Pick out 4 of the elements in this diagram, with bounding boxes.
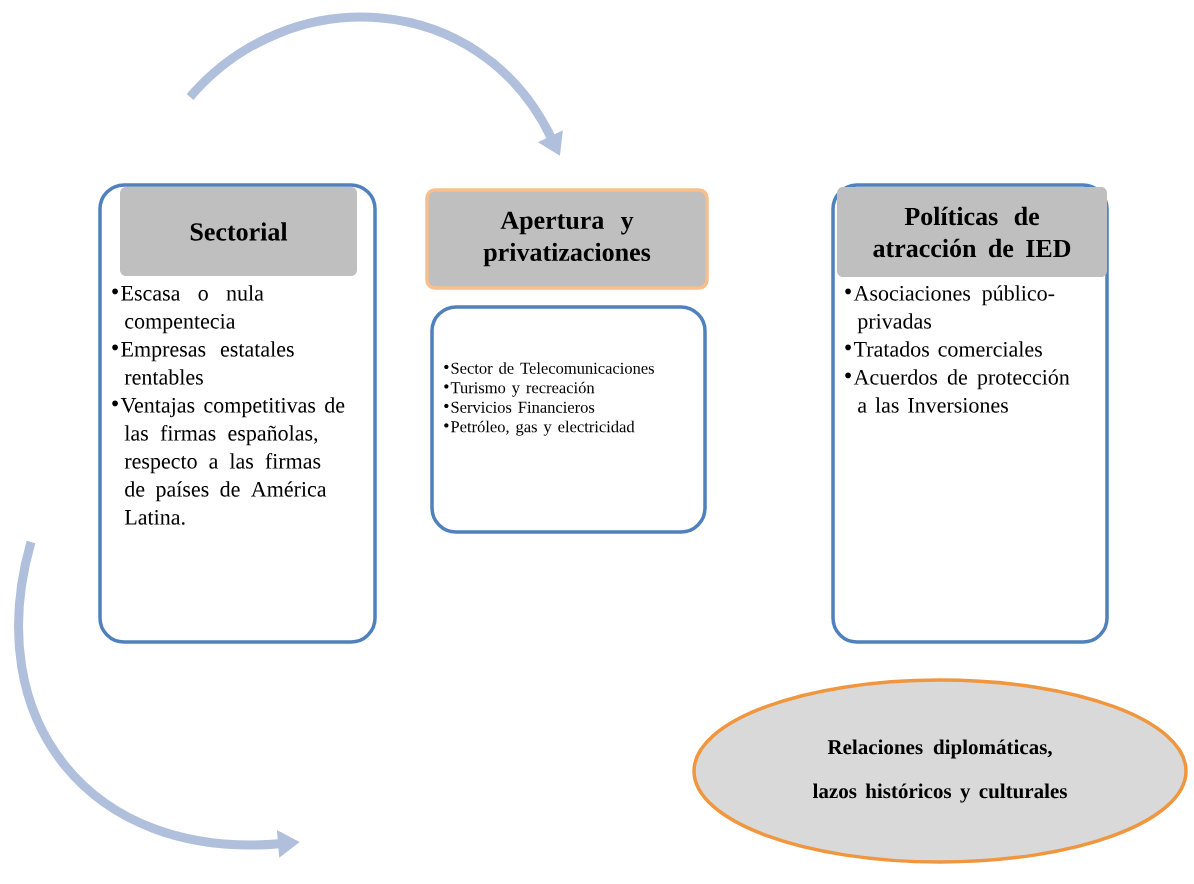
- heading-box: Apertura y privatizaciones: [425, 188, 709, 290]
- heading-box: Sectorial: [120, 187, 357, 276]
- list-box: Sector de Telecomunicaciones Turismo y recreación Servicios Financieros Petróleo, gas y electricidad: [430, 305, 707, 534]
- heading-box: Políticas de atracción de IED: [837, 187, 1107, 277]
